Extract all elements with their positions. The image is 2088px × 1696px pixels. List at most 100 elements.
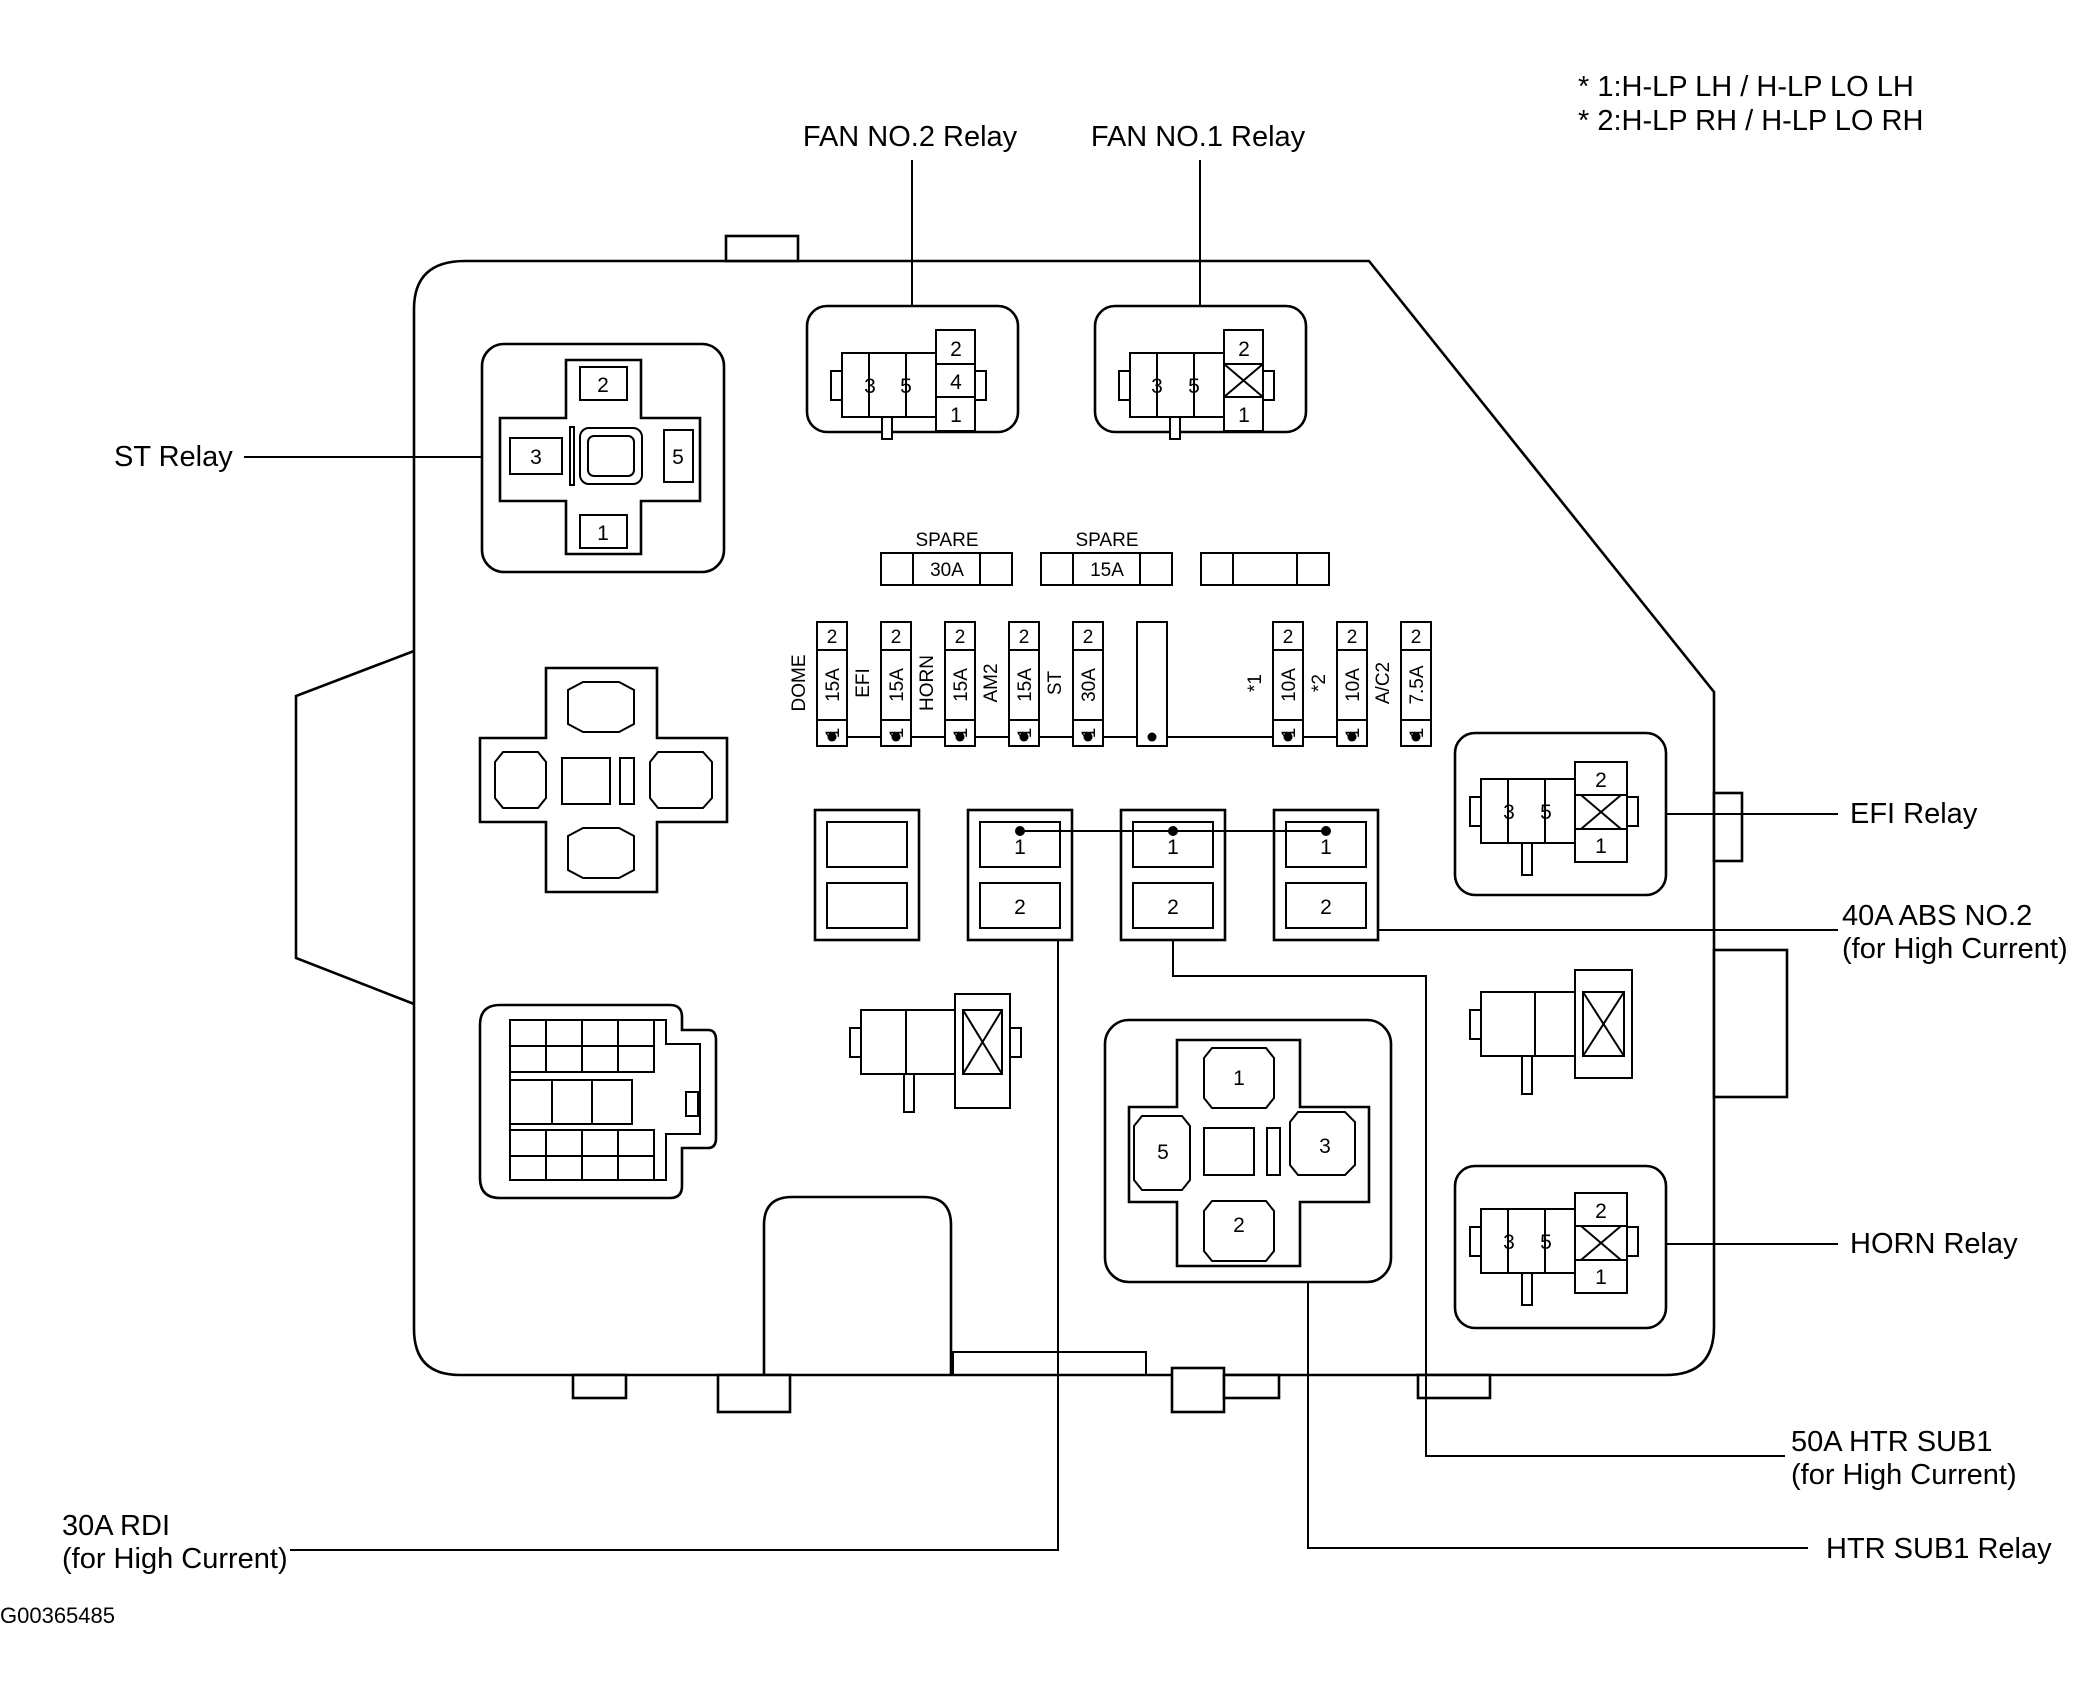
mini-fuse[interactable]: 27.5A1A/C2 bbox=[1373, 621, 1432, 747]
fan2-pin-4: 4 bbox=[950, 371, 962, 394]
spare-rating: 30A bbox=[930, 560, 964, 581]
fuse-junction bbox=[1147, 732, 1157, 742]
fan2-pin-1: 1 bbox=[950, 404, 962, 427]
spare-rating: 15A bbox=[1090, 560, 1124, 581]
pin-1: 1 bbox=[1014, 836, 1026, 859]
fuse-junction bbox=[1283, 732, 1293, 742]
fan2-relay[interactable]: 3 5 2 4 1 bbox=[805, 304, 1020, 440]
empty-fuse-slot bbox=[1200, 552, 1330, 586]
htr-sub1-relay[interactable]: 1 5 3 2 bbox=[1103, 1018, 1393, 1284]
pin-1: 1 bbox=[1167, 836, 1179, 859]
horn-relay[interactable]: 3 5 2 1 bbox=[1453, 1164, 1668, 1330]
fan1-pin-3: 3 bbox=[1151, 375, 1163, 398]
relay-unlabeled-center bbox=[849, 993, 1022, 1113]
fuse-pin-2: 2 bbox=[1283, 627, 1294, 648]
fan1-pin-1: 1 bbox=[1238, 404, 1250, 427]
fuse-rating: 15A bbox=[1015, 668, 1036, 702]
fuse-name: EFI bbox=[853, 668, 874, 698]
fuse-rating: 15A bbox=[887, 668, 908, 702]
spare-fuse-30a[interactable]: SPARE 30A bbox=[880, 530, 1013, 586]
fuse-pin-2: 2 bbox=[1347, 627, 1358, 648]
fan2-pin-3: 3 bbox=[864, 375, 876, 398]
fuse-name: HORN bbox=[917, 655, 938, 711]
mini-fuse[interactable]: 215A1AM2 bbox=[981, 621, 1040, 747]
mini-fuse[interactable]: 215A1HORN bbox=[917, 621, 976, 747]
fuse-rating: 7.5A bbox=[1407, 665, 1428, 704]
fuse-pin-2: 2 bbox=[955, 627, 966, 648]
fuse-junction bbox=[891, 732, 901, 742]
fuse-junction bbox=[827, 732, 837, 742]
spare-label: SPARE bbox=[915, 530, 978, 551]
horn-pin-1: 1 bbox=[1595, 1266, 1607, 1289]
fuse-junction bbox=[1019, 732, 1029, 742]
horn-pin-2: 2 bbox=[1595, 1200, 1607, 1223]
htr-sub1-relay-label: HTR SUB1 Relay bbox=[1826, 1533, 2052, 1565]
fuse-junction bbox=[955, 732, 965, 742]
fuse-box-outline bbox=[294, 234, 1789, 1414]
st-pin-2: 2 bbox=[597, 374, 609, 397]
fan2-pin-2: 2 bbox=[950, 338, 962, 361]
abs2-label-line1: 40A ABS NO.2 bbox=[1842, 900, 2032, 932]
horn-pin-3: 3 bbox=[1503, 1231, 1515, 1254]
fan2-relay-label: FAN NO.2 Relay bbox=[803, 121, 1018, 153]
fuse-junction bbox=[1083, 732, 1093, 742]
fuse-rating: 15A bbox=[951, 668, 972, 702]
rdi-label-line2: (for High Current) bbox=[62, 1543, 288, 1575]
htr-pin-1: 1 bbox=[1233, 1067, 1245, 1090]
efi-pin-5: 5 bbox=[1540, 801, 1552, 824]
htr-pin-3: 3 bbox=[1319, 1135, 1331, 1158]
htr-pin-5: 5 bbox=[1157, 1141, 1169, 1164]
note-1: * 1:H-LP LH / H-LP LO LH bbox=[1578, 71, 1914, 103]
st-pin-3: 3 bbox=[530, 446, 542, 469]
fuse-pin-2: 2 bbox=[1083, 627, 1094, 648]
spare-fuse-15a[interactable]: SPARE 15A bbox=[1040, 530, 1173, 586]
fan1-pin-2: 2 bbox=[1238, 338, 1250, 361]
pin-2: 2 bbox=[1167, 896, 1179, 919]
fuse-rating: 10A bbox=[1343, 668, 1364, 702]
mini-fuse[interactable]: 215A1DOME bbox=[789, 621, 848, 747]
htr-sub1-fuse-label-line2: (for High Current) bbox=[1791, 1459, 2017, 1491]
multi-pin-connector bbox=[478, 1003, 718, 1200]
mini-fuse[interactable]: 210A1*2 bbox=[1309, 621, 1368, 747]
efi-relay[interactable]: 3 5 2 1 bbox=[1453, 731, 1668, 897]
fan1-relay[interactable]: 3 5 2 1 bbox=[1093, 304, 1308, 440]
horn-pin-5: 5 bbox=[1540, 1231, 1552, 1254]
fan1-pin-5: 5 bbox=[1188, 375, 1200, 398]
st-relay-label: ST Relay bbox=[114, 441, 233, 473]
fuse-junction bbox=[1411, 732, 1421, 742]
fuse-30a-rdi[interactable]: 1 2 bbox=[966, 808, 1074, 942]
st-relay[interactable]: 2 3 5 1 bbox=[480, 342, 726, 574]
efi-relay-label: EFI Relay bbox=[1850, 798, 1978, 830]
fuse-name: ST bbox=[1045, 670, 1066, 695]
st-pin-1: 1 bbox=[597, 522, 609, 545]
mini-fuse[interactable]: 230A1ST bbox=[1045, 621, 1104, 747]
mini-fuse[interactable]: 215A1EFI bbox=[853, 621, 912, 747]
fuse-row: 215A1DOME215A1EFI215A1HORN215A1AM2230A1S… bbox=[789, 621, 1432, 747]
pin-2: 2 bbox=[1014, 896, 1026, 919]
fan2-pin-5: 5 bbox=[900, 375, 912, 398]
fuse-pin-2: 2 bbox=[827, 627, 838, 648]
mini-fuse[interactable] bbox=[1136, 621, 1168, 747]
htr-pin-2: 2 bbox=[1233, 1214, 1245, 1237]
rdi-label-line1: 30A RDI bbox=[62, 1510, 170, 1542]
fuse-pin-2: 2 bbox=[1411, 627, 1422, 648]
efi-pin-1: 1 bbox=[1595, 835, 1607, 858]
blank-block bbox=[813, 808, 921, 942]
fuse-name: AM2 bbox=[981, 663, 1002, 702]
relay-unlabeled-right bbox=[1469, 969, 1633, 1095]
abs2-label-line2: (for High Current) bbox=[1842, 933, 2068, 965]
fuse-junction bbox=[1347, 732, 1357, 742]
htr-sub1-fuse-label-line1: 50A HTR SUB1 bbox=[1791, 1426, 1992, 1458]
note-2: * 2:H-LP RH / H-LP LO RH bbox=[1578, 105, 1923, 137]
fuse-40a-abs2[interactable]: 1 2 bbox=[1272, 808, 1380, 942]
efi-pin-2: 2 bbox=[1595, 769, 1607, 792]
figure-id: G00365485 bbox=[0, 1603, 115, 1628]
leader-lines bbox=[244, 160, 1838, 1551]
pin-1: 1 bbox=[1320, 836, 1332, 859]
mini-fuse[interactable]: 210A1*1 bbox=[1245, 621, 1304, 747]
fan1-relay-label: FAN NO.1 Relay bbox=[1091, 121, 1306, 153]
fuse-name: A/C2 bbox=[1373, 662, 1394, 704]
cross-connector-empty bbox=[478, 666, 729, 894]
